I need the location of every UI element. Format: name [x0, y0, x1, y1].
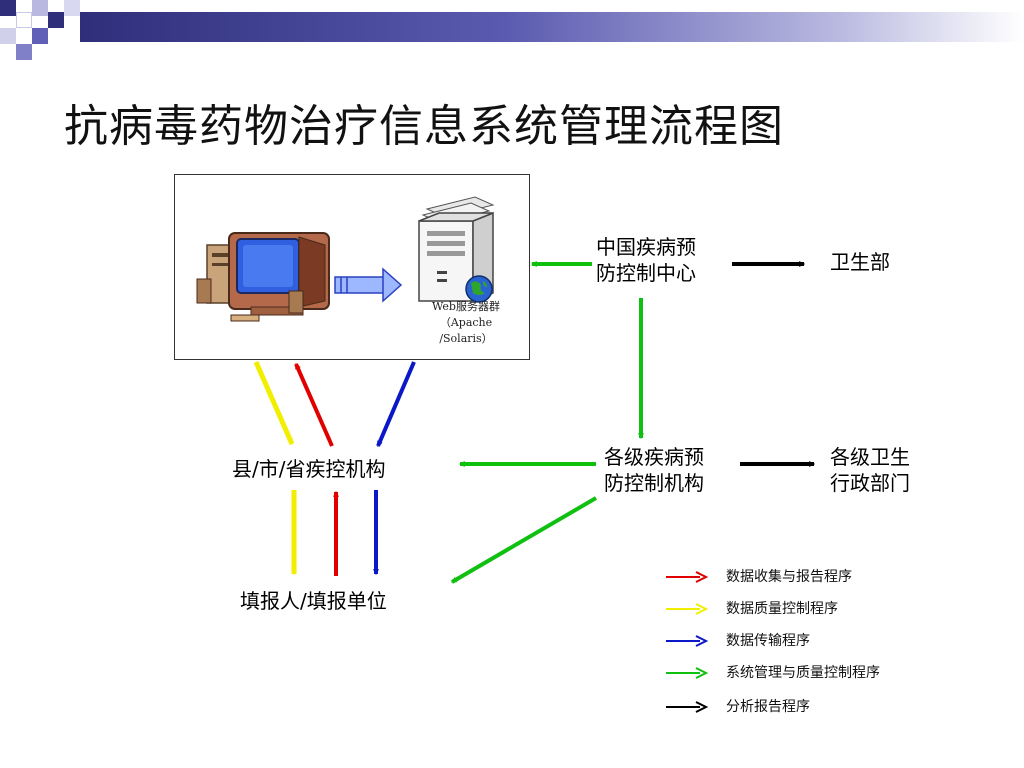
desktop-computer-icon — [196, 232, 330, 322]
node-label-line: 行政部门 — [830, 471, 910, 495]
arrow-system-to-county-cdc-yellow — [253, 360, 295, 446]
arrow-local-cdc-to-reporters — [450, 496, 598, 584]
system-illustration — [196, 196, 495, 322]
node-reporters: 填报人/填报单位 — [240, 589, 387, 613]
node-county-cdc: 县/市/省疾控机构 — [232, 457, 386, 481]
arrow-system-to-county-cdc-blue — [376, 361, 416, 448]
node-label-line: 防控制中心 — [596, 261, 696, 285]
node-local-health-admin: 各级卫生 行政部门 — [830, 444, 910, 496]
legend-item-quality-control: 数据质量控制程序 — [660, 598, 990, 620]
deco-square — [16, 44, 32, 60]
server-caption-line: /Solaris） — [439, 332, 493, 345]
legend-label: 数据收集与报告程序 — [726, 569, 852, 585]
deco-square — [32, 28, 48, 44]
deco-square — [32, 0, 48, 16]
legend-item-analysis-report: 分析报告程序 — [660, 696, 990, 718]
web-server-cluster-icon — [418, 196, 495, 303]
server-caption-line: Web服务器群 — [432, 300, 500, 313]
deco-square — [0, 0, 16, 16]
title-gradient-bar — [80, 12, 1024, 42]
arrow-county-cdc-to-system-red — [294, 362, 334, 447]
legend-arrow-icon — [666, 635, 708, 647]
node-label-line: 各级疾病预 — [604, 445, 704, 469]
legend-label: 分析报告程序 — [726, 699, 810, 715]
system-box: Web服务器群 （Apache /Solaris） — [174, 174, 530, 360]
deco-square — [16, 12, 32, 28]
node-label-line: 防控制机构 — [604, 471, 704, 495]
node-local-cdc: 各级疾病预 防控制机构 — [604, 444, 704, 496]
legend-arrow-icon — [666, 603, 708, 615]
legend-item-system-management: 系统管理与质量控制程序 — [660, 662, 990, 684]
node-ministry-of-health: 卫生部 — [830, 250, 890, 274]
page-title: 抗病毒药物治疗信息系统管理流程图 — [64, 101, 784, 152]
node-china-cdc: 中国疾病预 防控制中心 — [596, 234, 696, 286]
server-caption-line: （Apache — [439, 316, 493, 329]
legend-label: 系统管理与质量控制程序 — [726, 665, 880, 681]
deco-square — [48, 12, 64, 28]
legend-arrow-icon — [666, 571, 708, 583]
node-label-line: 中国疾病预 — [596, 235, 696, 259]
legend-label: 数据质量控制程序 — [726, 601, 838, 617]
deco-square — [0, 28, 16, 44]
legend-item-data-collection: 数据收集与报告程序 — [660, 566, 990, 588]
server-caption: Web服务器群 （Apache /Solaris） — [411, 299, 521, 347]
node-label-line: 各级卫生 — [830, 445, 910, 469]
title-bar-decoration — [0, 0, 1024, 60]
legend-item-data-transfer: 数据传输程序 — [660, 630, 990, 652]
legend-arrow-icon — [666, 701, 708, 713]
deco-square — [64, 0, 80, 16]
legend-arrow-icon — [666, 667, 708, 679]
globe-icon — [465, 275, 493, 303]
legend-label: 数据传输程序 — [726, 633, 810, 649]
transfer-arrow-icon — [334, 267, 403, 303]
